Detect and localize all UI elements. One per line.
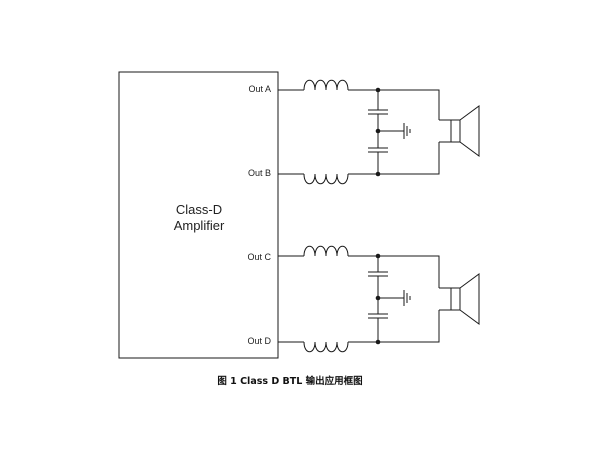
ground-icon: [403, 123, 411, 139]
figure-caption: 图 1 Class D BTL 输出应用框图: [217, 375, 362, 387]
output-label-a: Out A: [248, 84, 271, 94]
speaker-icon: [450, 105, 480, 157]
inductor-icon: [303, 341, 349, 353]
output-label-b: Out B: [248, 168, 271, 178]
ground-icon: [403, 290, 411, 306]
wire-rail-c: [348, 255, 440, 288]
output-label-c: Out C: [247, 252, 271, 262]
filter-section-ab: [278, 79, 480, 185]
amplifier-title-line2: Amplifier: [174, 218, 225, 233]
filter-section-cd: [278, 245, 480, 353]
speaker-icon: [450, 273, 480, 325]
capacitor-icon: [368, 271, 388, 277]
capacitor-icon: [368, 147, 388, 153]
inductor-icon: [303, 245, 349, 257]
wire-rail-d: [348, 310, 440, 343]
inductor-icon: [303, 79, 349, 91]
inductor-icon: [303, 173, 349, 185]
wire-rail-a: [348, 89, 440, 120]
capacitor-icon: [368, 109, 388, 115]
amplifier-title-line1: Class-D: [176, 202, 222, 217]
amplifier-block: [118, 71, 279, 359]
wire-rail-b: [348, 142, 440, 175]
output-label-d: Out D: [247, 336, 271, 346]
capacitor-icon: [368, 313, 388, 319]
